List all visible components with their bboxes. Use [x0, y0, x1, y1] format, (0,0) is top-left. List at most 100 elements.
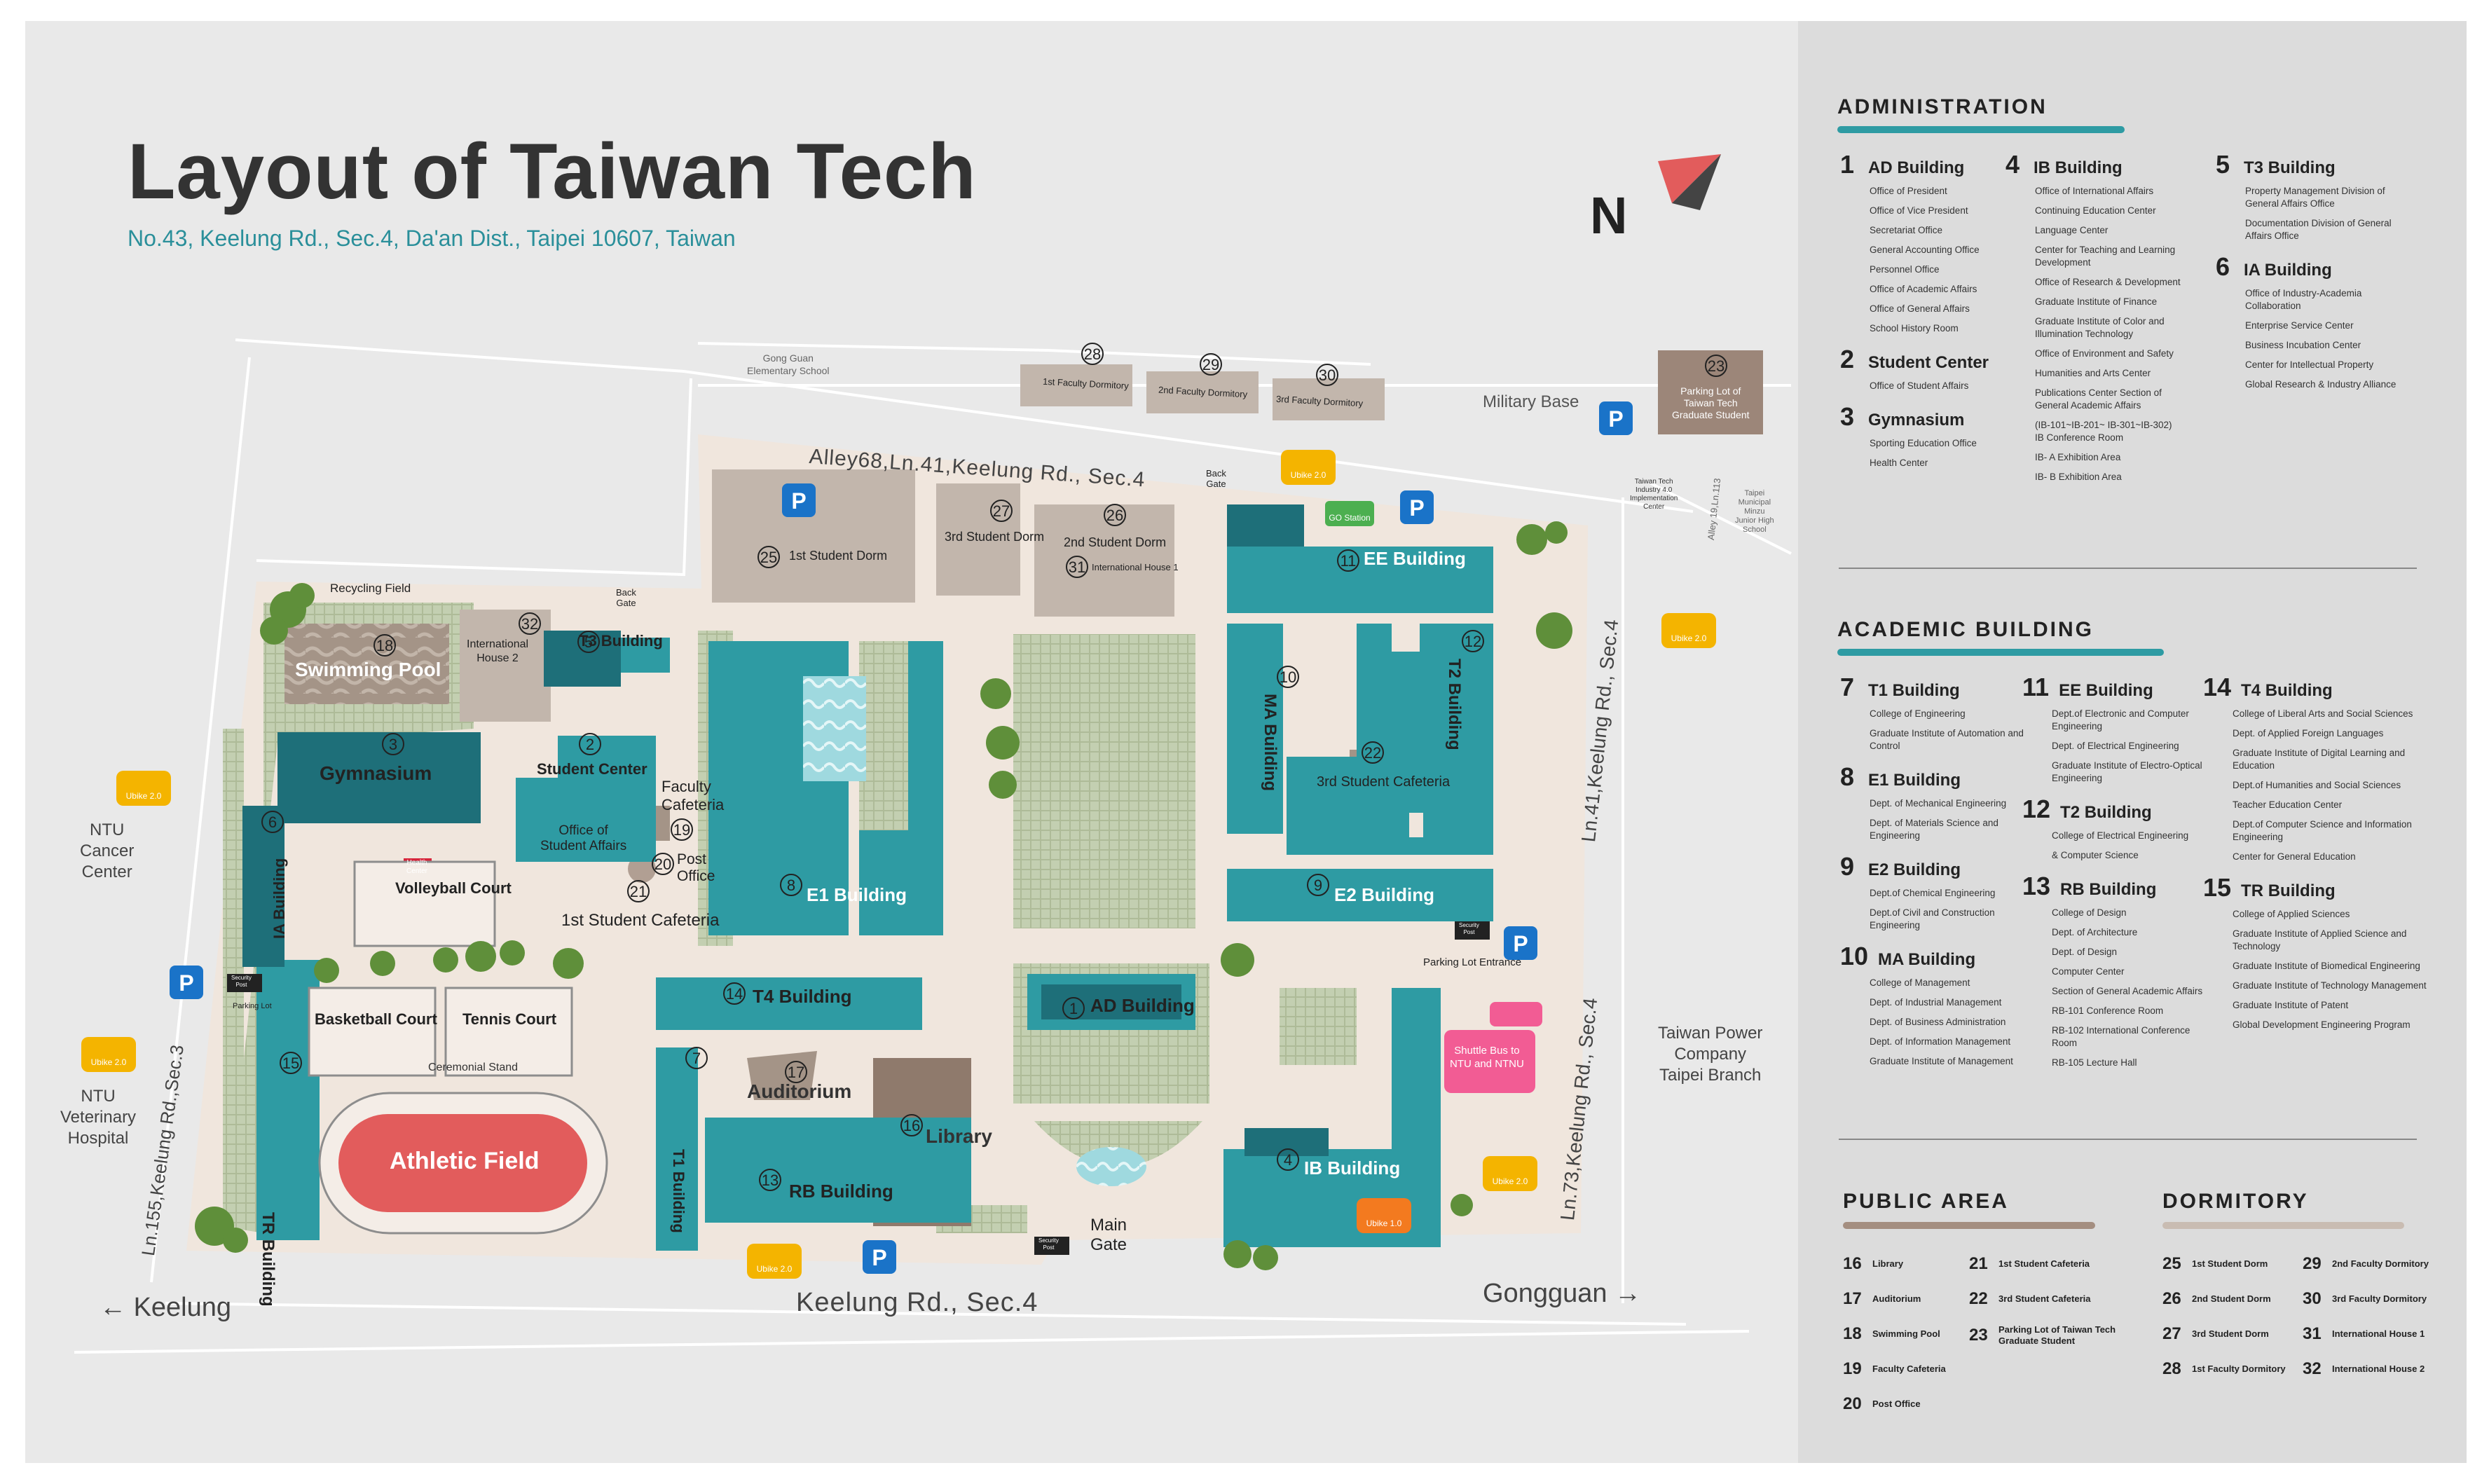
legend-office-item: Graduate Institute of Digital Learning a…: [2233, 748, 2406, 771]
svg-text:22: 22: [1364, 744, 1381, 762]
svg-text:14: 14: [726, 985, 743, 1003]
legend-office-item: College of Engineering: [1870, 708, 1966, 719]
legend-entry-number: 8: [1840, 762, 1855, 791]
legend-office-item: Office of Environment and Safety: [2035, 348, 2174, 359]
legend-list-number: 16: [1843, 1254, 1862, 1273]
label-parking-lot-small: Parking Lot: [233, 1002, 272, 1010]
label-3rd-student-dorm: 3rd Student Dorm: [945, 530, 1045, 544]
legend-office-item: Office of President: [1870, 186, 1947, 196]
legend-list-number: 27: [2162, 1324, 2181, 1343]
label-t1-building: T1 Building: [670, 1149, 687, 1233]
legend-office-item: Office of General Affairs: [1870, 303, 1970, 314]
legend-office-item: Dept.of Computer Science and Information…: [2233, 819, 2412, 842]
courts: [308, 860, 573, 1077]
legend-office-item: Dept. of Architecture: [2052, 927, 2138, 937]
label-ia-building: IA Building: [270, 858, 288, 939]
legend-office-item: Global Research & Industry Alliance: [2245, 379, 2397, 390]
legend-office-item: College of Applied Sciences: [2233, 909, 2350, 919]
ubike-icons: Ubike 2.0 Ubike 2.0 Ubike 2.0 Ubike 2.0 …: [81, 450, 1716, 1279]
legend-office-item: Teacher Education Center: [2233, 799, 2343, 810]
label-ceremonial-stand: Ceremonial Stand: [428, 1062, 519, 1073]
section-title-dormitory: DORMITORY: [2162, 1190, 2309, 1213]
legend-office-item: Office of International Affairs: [2035, 186, 2154, 196]
legend-office-item: Graduate Institute of Technology Managem…: [2233, 980, 2427, 991]
legend-office-item: Property Management Division of General …: [2245, 186, 2385, 209]
legend-list-number: 21: [1969, 1254, 1988, 1273]
svg-text:P: P: [791, 488, 806, 514]
svg-text:28: 28: [1084, 345, 1101, 363]
svg-text:16: 16: [903, 1117, 920, 1134]
svg-text:11: 11: [1341, 552, 1357, 570]
label-athletic-field: Athletic Field: [390, 1148, 540, 1174]
svg-text:29: 29: [1202, 356, 1219, 373]
svg-text:Ubike 2.0: Ubike 2.0: [757, 1264, 793, 1274]
legend-office-item: Graduate Institute of Management: [1870, 1056, 2013, 1066]
svg-text:17: 17: [788, 1064, 804, 1081]
legend-list-number: 23: [1969, 1326, 1988, 1345]
label-gymnasium: Gymnasium: [320, 762, 432, 784]
label-3rd-student-cafeteria: 3rd Student Cafeteria: [1317, 774, 1451, 790]
svg-text:31: 31: [1069, 558, 1085, 576]
legend-office-item: College of Electrical Engineering: [2052, 830, 2189, 841]
legend-office-item: Dept.of Chemical Engineering: [1870, 888, 1996, 898]
label-recycling-field: Recycling Field: [330, 582, 411, 595]
legend-office-item: College of Management: [1870, 977, 1970, 988]
label-tennis-court: Tennis Court: [462, 1010, 557, 1028]
section-bar-public: [1843, 1222, 2095, 1229]
section-bar-dormitory: [2162, 1222, 2404, 1229]
legend-entry-number: 1: [1840, 150, 1855, 179]
north-label: N: [1590, 186, 1628, 245]
legend-entry-name: E1 Building: [1868, 771, 1961, 790]
legend-entry-offices: College of Electrical Engineering& Compu…: [2052, 830, 2206, 862]
legend-office-item: IB- B Exhibition Area: [2035, 472, 2122, 482]
legend-list-number: 17: [1843, 1289, 1862, 1308]
label-ee-building: EE Building: [1364, 548, 1466, 569]
legend-entry-name: AD Building: [1868, 158, 1965, 177]
legend-list-label: 3rd Student Cafeteria: [1998, 1293, 2091, 1304]
label-ma-building: MA Building: [1261, 694, 1280, 792]
legend-office-item: Center for Teaching and Learning Develop…: [2035, 245, 2176, 268]
label-swimming-pool: Swimming Pool: [295, 659, 441, 680]
legend-office-item: Dept. of Applied Foreign Languages: [2233, 728, 2384, 738]
legend-office-item: Secretariat Office: [1870, 225, 1943, 235]
legend-office-item: Dept. of Design: [2052, 947, 2118, 957]
legend-office-item: Office of Industry-Academia Collaboratio…: [2245, 288, 2362, 311]
legend-entry-name: Student Center: [1868, 353, 1989, 372]
road-label-keelung-rd: Keelung Rd., Sec.4: [796, 1288, 1038, 1317]
legend-office-item: Sporting Education Office: [1870, 438, 1977, 448]
legend-office-item: Graduate Institute of Color and Illumina…: [2035, 316, 2165, 339]
legend-office-item: Dept. of Business Administration: [1870, 1017, 2006, 1027]
legend-office-item: Publications Center Section of General A…: [2035, 387, 2162, 411]
legend-office-item: Graduate Institute of Biomedical Enginee…: [2233, 961, 2420, 971]
legend-list-label: Parking Lot of Taiwan Tech Graduate Stud…: [1998, 1324, 2116, 1346]
legend-office-item: Office of Research & Development: [2035, 277, 2181, 287]
legend-entry-name: IA Building: [2244, 261, 2332, 280]
svg-text:Ubike 2.0: Ubike 2.0: [1291, 470, 1326, 480]
legend-entry-name: T4 Building: [2241, 681, 2333, 700]
svg-text:21: 21: [630, 883, 647, 900]
svg-text:4: 4: [1284, 1151, 1292, 1169]
legend-list-number: 30: [2303, 1289, 2322, 1308]
legend-office-item: School History Room: [1870, 323, 1959, 334]
